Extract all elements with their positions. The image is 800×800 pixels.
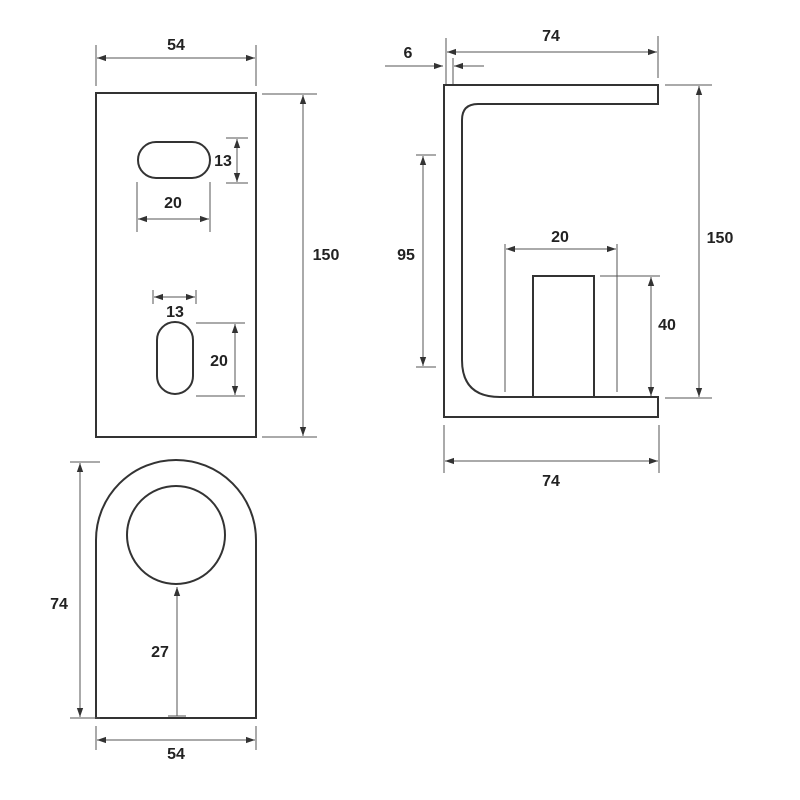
dimension-label: 74 <box>542 28 560 45</box>
dimension-slot2-width: 13 <box>152 290 197 321</box>
dimension-label: 13 <box>166 304 184 321</box>
horizontal-slot <box>137 141 211 179</box>
block-outline <box>532 275 595 398</box>
dimension-block-width-20: 20 <box>504 229 618 392</box>
side-view: 74 6 95 20 40 150 <box>385 28 733 490</box>
dimension-label: 6 <box>404 45 413 62</box>
dimension-slot1-width: 20 <box>136 182 211 232</box>
dimension-label: 20 <box>551 229 569 246</box>
bottom-view: 74 27 54 <box>50 459 257 763</box>
dimension-label: 54 <box>167 746 185 763</box>
rounded-tab-outline <box>95 459 257 719</box>
dimension-label: 95 <box>397 247 415 264</box>
dimension-height-150-side: 150 <box>665 84 734 399</box>
dimension-block-height-40: 40 <box>600 275 676 396</box>
dimension-height-74: 74 <box>50 461 100 719</box>
dimension-label: 40 <box>658 317 676 334</box>
dimension-label: 27 <box>151 644 169 661</box>
round-hole <box>126 485 226 585</box>
dimension-width-54: 54 <box>95 37 257 86</box>
front-view: 54 13 20 13 20 150 <box>95 37 340 438</box>
dimension-slot2-height: 20 <box>196 322 245 397</box>
dimension-label: 150 <box>313 247 340 264</box>
dimension-label: 54 <box>167 37 185 54</box>
dimension-label: 20 <box>164 195 182 212</box>
dimension-width-54-bottom: 54 <box>95 726 257 763</box>
dimension-inner-height-95: 95 <box>397 154 436 368</box>
dimension-label: 74 <box>50 596 68 613</box>
front-plate-outline <box>95 92 257 438</box>
dimension-label: 13 <box>214 153 232 170</box>
c-profile-outline <box>443 84 659 418</box>
dimension-label: 20 <box>210 353 228 370</box>
dimension-height-150: 150 <box>262 93 340 438</box>
vertical-slot <box>156 321 194 395</box>
dimension-bottom-width-74: 74 <box>443 425 660 490</box>
dimension-thickness-6: 6 <box>385 45 484 84</box>
dimension-slot1-height: 13 <box>214 137 248 184</box>
dimension-top-width-74: 74 <box>445 28 659 84</box>
dimension-label: 150 <box>707 230 734 247</box>
dimension-hole-offset-27: 27 <box>151 587 186 717</box>
dimension-label: 74 <box>542 473 560 490</box>
